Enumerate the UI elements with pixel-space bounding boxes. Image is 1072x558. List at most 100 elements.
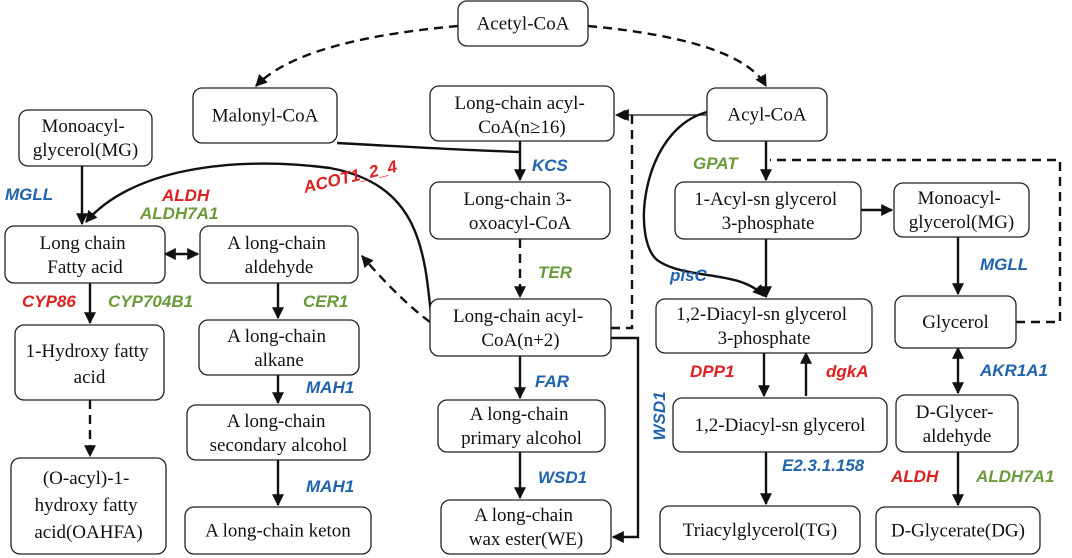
node-monoacylglycerol-right-line-1: Monoacyl- bbox=[917, 188, 1000, 209]
node-lc-acyl-coa-16: Long-chain acyl- CoA(n≥16) bbox=[429, 85, 615, 142]
edge-malonyl-to-kcs bbox=[336, 141, 521, 154]
node-hydroxy-fatty-acid-line-1: 1-Hydroxy fatty bbox=[26, 341, 149, 362]
node-glycerol-line: Glycerol bbox=[922, 312, 988, 333]
edge-acetyl-to-acylcoa bbox=[587, 24, 768, 88]
node-diacyl-sn-glycerol-line: 1,2-Diacyl-sn glycerol bbox=[695, 415, 866, 436]
node-lc-aldehyde-label: A long-chain aldehyde bbox=[227, 233, 330, 278]
node-lc-fatty-acid: Long chain Fatty acid bbox=[4, 225, 166, 284]
enzyme-akr1a1: AKR1A1 bbox=[979, 361, 1048, 380]
enzyme-cer1: CER1 bbox=[303, 292, 348, 311]
node-lc-acyl-coa-n2-line-2: CoA(n+2) bbox=[481, 330, 559, 351]
node-acyl-coa-line: Acyl-CoA bbox=[727, 104, 806, 125]
enzyme-cyp704b1: CYP704B1 bbox=[108, 292, 193, 311]
node-monoacylglycerol-right-label: Monoacyl- glycerol(MG) bbox=[909, 188, 1015, 233]
enzyme-dpp1: DPP1 bbox=[690, 362, 734, 381]
node-monoacylglycerol-left: Monoacyl- glycerol(MG) bbox=[18, 109, 153, 167]
node-acyl-sn-glycerol-3p-line-2: 3-phosphate bbox=[722, 213, 815, 234]
edge-glycerol-loop-to-gpat bbox=[770, 158, 1062, 324]
node-lc-acyl-coa-16-line-1: Long-chain acyl- bbox=[454, 93, 584, 114]
node-lc-acyl-coa-n2: Long-chain acyl- CoA(n+2) bbox=[429, 298, 612, 357]
node-diacyl-sn-glycerol-3p-line-2: 3-phosphate bbox=[718, 328, 811, 349]
enzyme-labels: KCS GPAT MGLL ALDH ALDH7A1 ACOT1_2_4 TER… bbox=[5, 154, 1054, 496]
node-lc-primary-alcohol: A long-chain primary alcohol bbox=[437, 399, 606, 453]
edge-acylcoa-to-diacyl3p bbox=[642, 110, 765, 297]
node-lc-3-oxoacyl-coa-line-1: Long-chain 3- bbox=[464, 189, 572, 210]
enzyme-mah1-b: MAH1 bbox=[306, 477, 354, 496]
node-lc-keton-label: A long-chain keton bbox=[205, 520, 351, 541]
node-lc-secondary-alcohol-line-1: A long-chain bbox=[227, 411, 326, 432]
node-lc-acyl-coa-n2-line-1: Long-chain acyl- bbox=[453, 306, 583, 327]
node-lc-secondary-alcohol-label: A long-chain secondary alcohol bbox=[210, 411, 348, 456]
enzyme-gpat: GPAT bbox=[693, 154, 739, 173]
node-oahfa-label: (O-acyl)-1- hydroxy fatty acid(OAHFA) bbox=[34, 468, 142, 543]
node-acyl-sn-glycerol-3p: 1-Acyl-sn glycerol 3-phosphate bbox=[674, 181, 862, 240]
enzyme-ter: TER bbox=[538, 263, 573, 282]
node-oahfa-line-1: (O-acyl)-1- bbox=[43, 468, 130, 489]
node-hydroxy-fatty-acid-line-2: acid bbox=[74, 367, 106, 388]
enzyme-aldh7a1-top: ALDH7A1 bbox=[139, 204, 218, 223]
node-hydroxy-fatty-acid: 1-Hydroxy fatty acid bbox=[14, 324, 165, 401]
node-monoacylglycerol-right: Monoacyl- glycerol(MG) bbox=[893, 182, 1030, 238]
node-acyl-sn-glycerol-3p-line-1: 1-Acyl-sn glycerol bbox=[694, 189, 837, 210]
enzyme-dgka: dgkA bbox=[826, 362, 869, 381]
node-lc-primary-alcohol-label: A long-chain primary alcohol bbox=[461, 404, 582, 449]
node-wax-ester: A long-chain wax ester(WE) bbox=[440, 499, 612, 555]
node-monoacylglycerol-right-line-2: glycerol(MG) bbox=[909, 212, 1015, 233]
node-d-glyceraldehyde-label: D-Glycer- aldehyde bbox=[916, 402, 998, 447]
node-lc-aldehyde-line-1: A long-chain bbox=[227, 233, 326, 254]
enzyme-kcs: KCS bbox=[532, 156, 569, 175]
node-lc-acyl-coa-n2-label: Long-chain acyl- CoA(n+2) bbox=[453, 306, 588, 351]
enzyme-far: FAR bbox=[535, 372, 570, 391]
node-lc-keton-line: A long-chain keton bbox=[205, 520, 351, 541]
node-d-glyceraldehyde: D-Glycer- aldehyde bbox=[895, 394, 1019, 453]
node-monoacylglycerol-left-line-1: Monoacyl- bbox=[41, 116, 124, 137]
node-oahfa: (O-acyl)-1- hydroxy fatty acid(OAHFA) bbox=[10, 457, 167, 555]
node-triacylglycerol-line: Triacylglycerol(TG) bbox=[683, 520, 837, 541]
edge-n2-to-waxester bbox=[611, 336, 640, 543]
enzyme-e2-3-1-158: E2.3.1.158 bbox=[782, 456, 865, 475]
enzyme-mah1-a: MAH1 bbox=[306, 378, 354, 397]
node-diacyl-sn-glycerol-3p-label: 1,2-Diacyl-sn glycerol 3-phosphate bbox=[676, 304, 852, 349]
node-lc-alkane-line-1: A long-chain bbox=[227, 326, 326, 347]
node-glycerol: Glycerol bbox=[894, 295, 1017, 349]
node-oahfa-line-2: hydroxy fatty bbox=[35, 495, 138, 516]
node-lc-primary-alcohol-line-2: primary alcohol bbox=[461, 428, 582, 449]
node-wax-ester-line-2: wax ester(WE) bbox=[469, 529, 583, 550]
node-diacyl-sn-glycerol-3p-line-1: 1,2-Diacyl-sn glycerol bbox=[676, 304, 847, 325]
node-lc-3-oxoacyl-coa: Long-chain 3- oxoacyl-CoA bbox=[429, 181, 611, 240]
edge-acot-to-fattyacid bbox=[85, 162, 434, 327]
node-acetyl-coa-line: Acetyl-CoA bbox=[477, 13, 570, 34]
node-d-glycerate-label: D-Glycerate(DG) bbox=[891, 520, 1025, 541]
node-diacyl-sn-glycerol: 1,2-Diacyl-sn glycerol bbox=[672, 397, 888, 453]
node-acetyl-coa: Acetyl-CoA bbox=[457, 0, 589, 47]
node-wax-ester-label: A long-chain wax ester(WE) bbox=[469, 505, 583, 550]
enzyme-mgll-left: MGLL bbox=[5, 185, 53, 204]
node-lc-aldehyde: A long-chain aldehyde bbox=[199, 225, 359, 284]
node-acyl-coa-label: Acyl-CoA bbox=[727, 104, 806, 125]
edge-n2-loop-to-acyl16 bbox=[611, 109, 634, 330]
node-lc-alkane-line-2: alkane bbox=[254, 350, 304, 371]
node-acyl-coa: Acyl-CoA bbox=[706, 87, 828, 142]
node-d-glyceraldehyde-line-1: D-Glycer- bbox=[916, 402, 994, 423]
node-oahfa-line-3: acid(OAHFA) bbox=[34, 522, 142, 543]
node-lc-3-oxoacyl-coa-line-2: oxoacyl-CoA bbox=[469, 213, 572, 234]
node-lc-secondary-alcohol-line-2: secondary alcohol bbox=[210, 435, 348, 456]
node-triacylglycerol-label: Triacylglycerol(TG) bbox=[683, 520, 837, 541]
node-malonyl-coa: Malonyl-CoA bbox=[192, 87, 338, 144]
node-lc-3-oxoacyl-coa-label: Long-chain 3- oxoacyl-CoA bbox=[464, 189, 577, 234]
node-glycerol-label: Glycerol bbox=[922, 312, 988, 333]
node-lc-acyl-coa-16-label: Long-chain acyl- CoA(n≥16) bbox=[454, 93, 589, 138]
enzyme-aldh-top: ALDH bbox=[161, 186, 210, 205]
node-lc-acyl-coa-16-line-2: CoA(n≥16) bbox=[478, 117, 565, 138]
node-lc-keton: A long-chain keton bbox=[184, 506, 372, 555]
node-lc-alkane: A long-chain alkane bbox=[198, 319, 360, 376]
node-lc-fatty-acid-line-2: Fatty acid bbox=[47, 257, 123, 278]
enzyme-wsd1-vertical: WSD1 bbox=[650, 391, 669, 440]
enzyme-aldh7a1-bottom: ALDH7A1 bbox=[975, 467, 1054, 486]
enzyme-wsd1: WSD1 bbox=[538, 468, 587, 487]
edge-acetyl-to-malonyl bbox=[255, 24, 459, 87]
node-acetyl-coa-label: Acetyl-CoA bbox=[477, 13, 570, 34]
node-lc-fatty-acid-label: Long chain Fatty acid bbox=[40, 233, 131, 278]
node-triacylglycerol: Triacylglycerol(TG) bbox=[659, 505, 861, 555]
